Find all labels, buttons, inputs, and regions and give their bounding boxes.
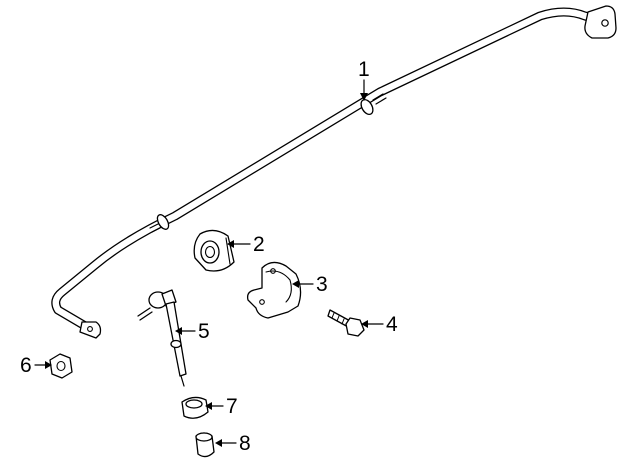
stabilizer-link: [137, 289, 187, 387]
callout-3: 3: [316, 273, 328, 296]
callout-leaders: [34, 79, 384, 447]
link-nut: [49, 353, 73, 379]
callout-2: 2: [253, 233, 265, 256]
link-grommet: [195, 432, 215, 458]
bracket-bolt: [327, 309, 365, 337]
callout-5: 5: [198, 320, 210, 343]
callout-1: 1: [358, 58, 370, 81]
stabilizer-bushing: [193, 229, 235, 272]
link-bushing: [181, 396, 209, 419]
callout-6: 6: [20, 354, 32, 377]
callout-8: 8: [239, 432, 251, 455]
stabilizer-bar: [51, 5, 617, 339]
callout-4: 4: [386, 313, 398, 336]
callout-7: 7: [226, 395, 238, 418]
bushing-bracket: [246, 261, 302, 319]
